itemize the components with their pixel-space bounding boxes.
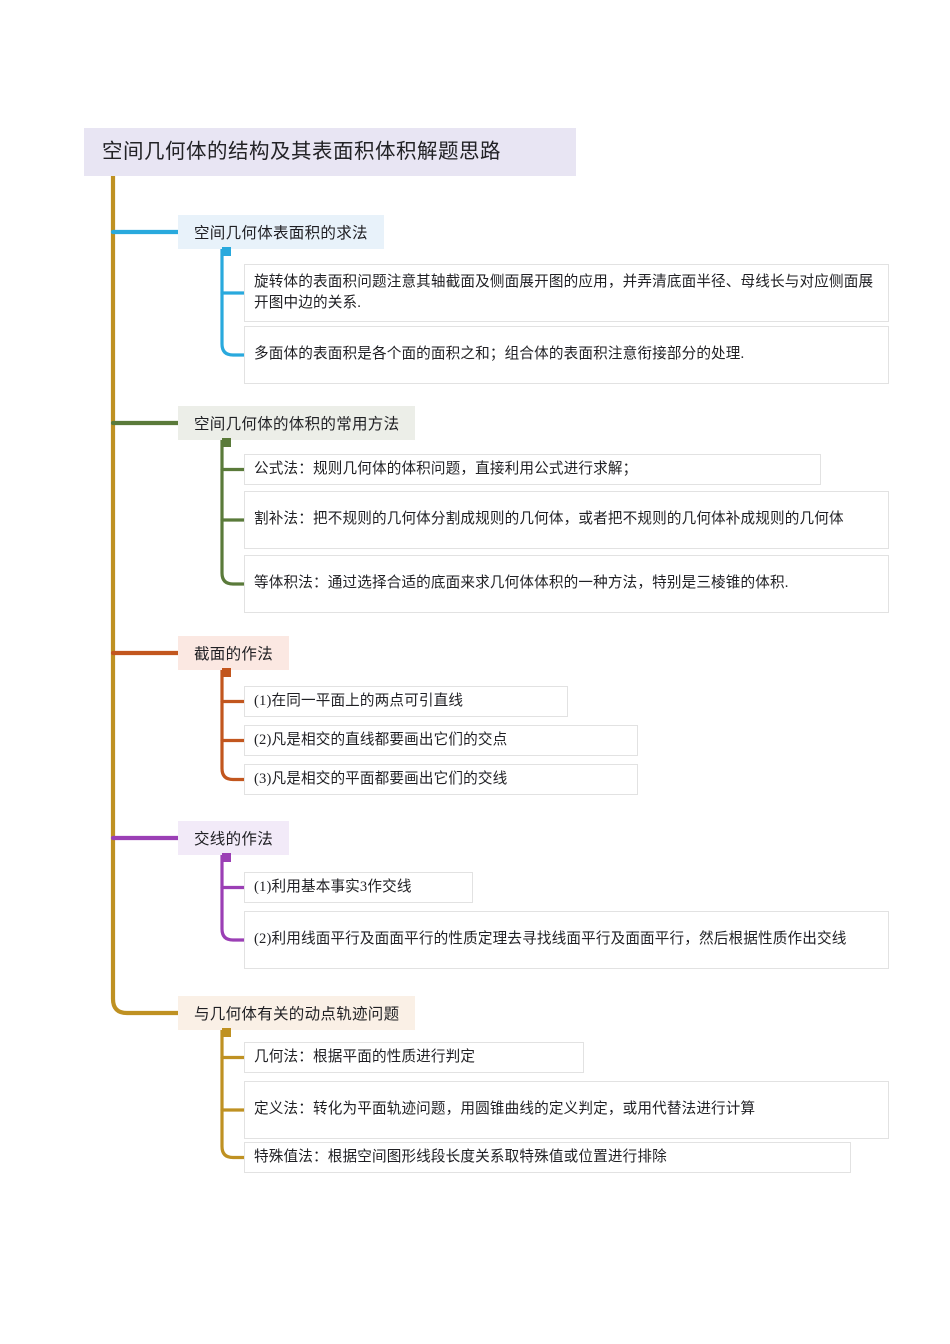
- leaf-node-2-1[interactable]: 公式法：规则几何体的体积问题，直接利用公式进行求解；: [244, 454, 821, 485]
- leaf-node-4-2[interactable]: (2)利用线面平行及面面平行的性质定理去寻找线面平行及面面平行，然后根据性质作出…: [244, 911, 889, 969]
- leaf-label: (1)利用基本事实3作交线: [254, 878, 412, 895]
- leaf-label: 特殊值法：根据空间图形线段长度关系取特殊值或位置进行排除: [254, 1148, 667, 1165]
- branch-label: 截面的作法: [194, 646, 274, 663]
- leaf-node-2-3[interactable]: 等体积法：通过选择合适的底面来求几何体体积的一种方法，特别是三棱锥的体积.: [244, 555, 889, 613]
- branch-collapse-marker[interactable]: [222, 853, 231, 862]
- branch-node-1[interactable]: 空间几何体表面积的求法: [178, 215, 384, 256]
- branch-label: 空间几何体表面积的求法: [194, 225, 368, 242]
- leaf-node-2-2[interactable]: 割补法：把不规则的几何体分割成规则的几何体，或者把不规则的几何体补成规则的几何体: [244, 491, 889, 549]
- leaf-label: (3)凡是相交的平面都要画出它们的交线: [254, 770, 508, 787]
- leaf-node-4-1[interactable]: (1)利用基本事实3作交线: [244, 872, 473, 903]
- branch-label: 与几何体有关的动点轨迹问题: [194, 1006, 400, 1023]
- leaf-label: 割补法：把不规则的几何体分割成规则的几何体，或者把不规则的几何体补成规则的几何体: [254, 511, 844, 528]
- leaf-label: (2)凡是相交的直线都要画出它们的交点: [254, 731, 508, 748]
- leaf-label: 定义法：转化为平面轨迹问题，用圆锥曲线的定义判定，或用代替法进行计算: [254, 1101, 756, 1118]
- branch-node-4[interactable]: 交线的作法: [178, 821, 290, 862]
- branch-node-5[interactable]: 与几何体有关的动点轨迹问题: [178, 996, 416, 1037]
- leaf-node-3-3[interactable]: (3)凡是相交的平面都要画出它们的交线: [244, 764, 638, 795]
- branch-label: 空间几何体的体积的常用方法: [194, 416, 400, 433]
- root-label: 空间几何体的结构及其表面积体积解题思路: [102, 140, 501, 163]
- leaf-node-1-1[interactable]: 旋转体的表面积问题注意其轴截面及侧面展开图的应用，并弄清底面半径、母线长与对应侧…: [244, 264, 889, 322]
- branch-collapse-marker[interactable]: [222, 668, 231, 677]
- branch-collapse-marker[interactable]: [222, 1028, 231, 1037]
- leaf-label: 等体积法：通过选择合适的底面来求几何体体积的一种方法，特别是三棱锥的体积.: [254, 575, 789, 592]
- branch-node-3[interactable]: 截面的作法: [178, 636, 290, 677]
- leaf-label: 公式法：规则几何体的体积问题，直接利用公式进行求解；: [254, 460, 638, 477]
- leaf-node-3-1[interactable]: (1)在同一平面上的两点可引直线: [244, 686, 568, 717]
- leaf-node-5-2[interactable]: 定义法：转化为平面轨迹问题，用圆锥曲线的定义判定，或用代替法进行计算: [244, 1081, 889, 1139]
- leaf-node-5-1[interactable]: 几何法：根据平面的性质进行判定: [244, 1042, 584, 1073]
- leaf-node-1-2[interactable]: 多面体的表面积是各个面的面积之和；组合体的表面积注意衔接部分的处理.: [244, 326, 889, 384]
- leaf-label: 多面体的表面积是各个面的面积之和；组合体的表面积注意衔接部分的处理.: [254, 346, 745, 363]
- leaf-label: (2)利用线面平行及面面平行的性质定理去寻找线面平行及面面平行，然后根据性质作出…: [254, 931, 847, 948]
- leaf-node-3-2[interactable]: (2)凡是相交的直线都要画出它们的交点: [244, 725, 638, 756]
- leaf-label: (1)在同一平面上的两点可引直线: [254, 692, 464, 709]
- leaf-label: 几何法：根据平面的性质进行判定: [254, 1048, 476, 1065]
- branch-label: 交线的作法: [194, 831, 274, 848]
- leaf-node-5-3[interactable]: 特殊值法：根据空间图形线段长度关系取特殊值或位置进行排除: [244, 1142, 851, 1173]
- leaf-label: 旋转体的表面积问题注意其轴截面及侧面展开图的应用，并弄清底面半径、母线长与对应侧…: [254, 273, 874, 311]
- branch-collapse-marker[interactable]: [222, 247, 231, 256]
- root-node[interactable]: 空间几何体的结构及其表面积体积解题思路: [84, 128, 576, 176]
- branch-collapse-marker[interactable]: [222, 438, 231, 447]
- branch-node-2[interactable]: 空间几何体的体积的常用方法: [178, 406, 416, 447]
